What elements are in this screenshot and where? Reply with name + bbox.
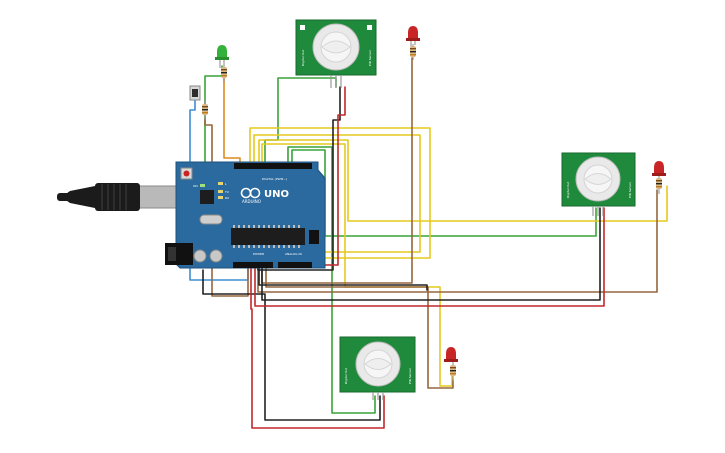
microcontroller-chip xyxy=(231,228,305,245)
wire-yellow-3[interactable] xyxy=(258,139,668,222)
led-tx-indicator xyxy=(218,190,223,193)
pir-bottom-side-left: Digital Out xyxy=(344,367,348,384)
digital-label: DIGITAL (PWM~) xyxy=(262,177,287,181)
pir-right-side-right: PIR Sensor xyxy=(628,181,632,198)
chip-pins-top xyxy=(233,225,300,228)
red-led-bottom-body xyxy=(446,347,456,360)
power-jack-inner xyxy=(168,247,176,261)
red-led-right-resistor[interactable] xyxy=(656,176,662,194)
red-led-top-body xyxy=(408,26,418,39)
tx-label: TX xyxy=(224,190,229,194)
board-brand: ARDUINO xyxy=(242,199,261,204)
pir-right-side-left: Digital Out xyxy=(566,181,570,198)
analog-header[interactable] xyxy=(278,262,312,268)
arduino-logo-icon xyxy=(240,187,261,199)
wire-black-right-pir[interactable] xyxy=(261,207,601,301)
red-led-bottom-resistor[interactable] xyxy=(450,362,456,382)
red-led-right[interactable] xyxy=(652,161,666,176)
usb-plug-body xyxy=(95,183,140,211)
pir-bottom-side-right: PIR Sensor xyxy=(408,367,412,384)
on-label: ON xyxy=(193,184,198,188)
led-l-indicator xyxy=(218,182,223,185)
capacitor-1 xyxy=(193,249,207,263)
arduino-board[interactable]: UNO ARDUINO DIGITAL (PWM~) POWER ANALOG … xyxy=(165,161,326,269)
wire-red-bottom-pir[interactable] xyxy=(250,267,385,429)
wire-green-bottom-pir[interactable] xyxy=(287,146,376,414)
usb-grip-ridges xyxy=(101,184,127,210)
button-resistor[interactable] xyxy=(202,100,208,120)
wire-brown-red-led-right[interactable] xyxy=(257,189,658,293)
led-rx-indicator xyxy=(218,196,223,199)
pir-sensor-bottom[interactable]: Digital Out PIR Sensor xyxy=(339,336,416,400)
usb-chip xyxy=(200,190,214,204)
chip-pins-bottom xyxy=(233,245,300,248)
red-led-right-body xyxy=(654,161,664,174)
reset-button-cap xyxy=(183,170,190,177)
rx-label: RX xyxy=(225,196,229,200)
capacitor-2 xyxy=(209,249,223,263)
usb-strain-relief xyxy=(65,186,95,208)
l-label: L xyxy=(225,182,227,186)
board-model: UNO xyxy=(264,189,289,200)
icsp-header xyxy=(309,230,319,244)
usb-cable-end xyxy=(57,193,72,201)
led-on-indicator xyxy=(200,184,205,187)
red-led-top[interactable] xyxy=(406,26,420,47)
green-led-resistor[interactable] xyxy=(221,64,227,82)
push-button-cap xyxy=(192,89,198,97)
pir-top-side-right: PIR Sensor xyxy=(368,49,372,66)
green-led[interactable] xyxy=(215,45,229,68)
pir-sensor-top[interactable]: Digital Out PIR Sensor xyxy=(295,19,377,88)
red-led-bottom[interactable] xyxy=(444,347,458,362)
crystal xyxy=(199,214,223,225)
green-led-body xyxy=(217,45,227,58)
digital-header[interactable] xyxy=(234,163,312,169)
power-label: POWER xyxy=(253,252,264,256)
green-led-base xyxy=(215,57,229,60)
pir-right-pins xyxy=(592,206,604,216)
pir-top-pins xyxy=(330,75,342,88)
power-header[interactable] xyxy=(233,262,273,268)
pir-top-side-left: Digital Out xyxy=(301,49,305,66)
pir-sensor-right[interactable]: Digital Out PIR Sensor xyxy=(561,152,636,216)
wire-red-right-pir[interactable] xyxy=(254,207,605,307)
wire-black-gnd-main[interactable] xyxy=(258,267,428,291)
wire-orange-led[interactable] xyxy=(223,77,241,166)
wire-black-bottom-pir[interactable] xyxy=(202,269,381,421)
wire-brown-red-led-bottom[interactable] xyxy=(265,267,454,389)
usb-cable[interactable] xyxy=(57,183,189,211)
red-led-top-resistor[interactable] xyxy=(410,44,416,60)
analog-label: ANALOG IN xyxy=(285,252,302,256)
push-button[interactable] xyxy=(189,85,201,101)
pir-bottom-pins xyxy=(372,392,384,400)
